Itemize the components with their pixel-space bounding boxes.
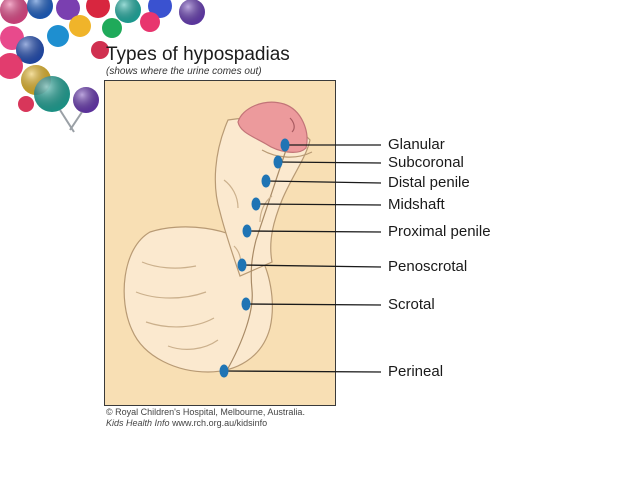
label-midshaft: Midshaft	[388, 196, 445, 213]
label-scrotal: Scrotal	[388, 296, 435, 313]
leader-line-perineal	[223, 370, 382, 373]
source-url: www.rch.org.au/kidsinfo	[172, 418, 268, 428]
leader-line-proximal-penile	[246, 230, 382, 233]
label-distal-penile: Distal penile	[388, 174, 470, 191]
source-credit: Kids Health Info www.rch.org.au/kidsinfo	[106, 418, 267, 428]
raphe-line	[225, 149, 287, 373]
label-subcoronal: Subcoronal	[388, 154, 464, 171]
glans-opening	[289, 117, 295, 133]
foreskin-fold	[261, 149, 313, 158]
marker-proximal-penile	[242, 224, 252, 238]
glans-shape	[237, 101, 308, 153]
marker-perineal	[219, 364, 229, 378]
marker-distal-penile	[261, 174, 271, 188]
opening-markers	[219, 138, 290, 378]
diagram-title: Types of hypospadias	[106, 44, 290, 65]
leader-line-penoscrotal	[241, 264, 382, 268]
anatomy-drawing	[123, 101, 313, 373]
diagram-subtitle: (shows where the urine comes out)	[106, 66, 262, 77]
pushpins-photo	[0, 0, 220, 133]
marker-subcoronal	[273, 155, 283, 169]
pushpin-cluster	[0, 0, 220, 133]
source-name: Kids Health Info	[106, 418, 170, 428]
marker-scrotal	[241, 297, 251, 311]
label-penoscrotal: Penoscrotal	[388, 258, 468, 275]
copyright-notice: © Royal Children's Hospital, Melbourne, …	[106, 407, 305, 417]
label-proximal-penile: Proximal penile	[388, 223, 491, 240]
marker-penoscrotal	[237, 258, 247, 272]
skin-folds	[135, 179, 273, 350]
leader-line-distal-penile	[265, 180, 382, 184]
leader-line-subcoronal	[277, 161, 382, 164]
leader-lines	[223, 144, 382, 373]
label-perineal: Perineal	[388, 363, 444, 380]
marker-glanular	[280, 138, 290, 152]
leader-line-midshaft	[255, 203, 382, 206]
marker-midshaft	[251, 197, 261, 211]
label-glanular: Glanular	[388, 136, 445, 153]
leader-line-scrotal	[245, 303, 382, 306]
